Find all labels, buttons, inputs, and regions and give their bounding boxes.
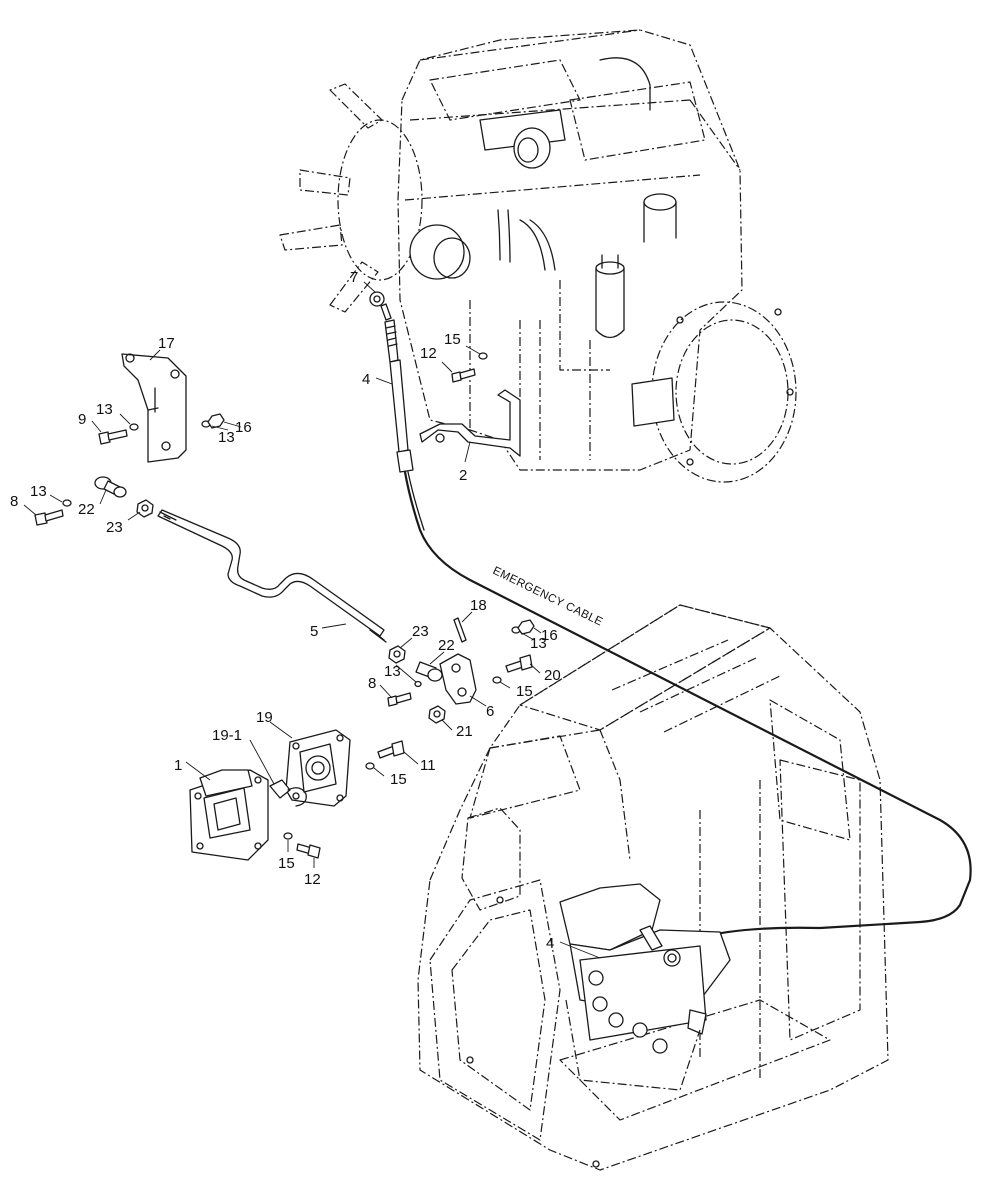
callout-17: 17: [158, 335, 175, 352]
callout-8-mid: 8: [368, 675, 376, 692]
callout-18: 18: [470, 597, 487, 614]
callout-11: 11: [420, 757, 436, 774]
callout-13-bracket-right: 13: [218, 429, 235, 446]
callout-7: 7: [350, 269, 358, 286]
callouts: 1 2 4 4 5 6 7 8 8 9 11 12 12 13 13 13 13…: [10, 269, 561, 952]
callout-2: 2: [459, 467, 467, 484]
callout-16-lever: 16: [541, 627, 558, 644]
actuator-19: [269, 729, 351, 807]
bracket-17: [121, 353, 187, 463]
callout-6: 6: [486, 703, 494, 720]
callout-1: 1: [174, 757, 182, 774]
callout-13-left: 13: [30, 483, 47, 500]
callout-22-mid: 22: [438, 637, 455, 654]
callout-8-left: 8: [10, 493, 18, 510]
callout-12-engine: 12: [420, 345, 437, 362]
callout-13-right: 13: [530, 635, 547, 652]
engine-bracket-2: [419, 389, 521, 457]
callout-22-left: 22: [78, 501, 95, 518]
engine: [279, 29, 797, 483]
callout-19-1: 19-1: [212, 727, 242, 744]
plate-1: [189, 769, 269, 861]
rod-5: [157, 509, 387, 643]
callout-4-engine: 4: [362, 371, 370, 388]
leader-lines: [23, 281, 601, 959]
callout-19: 19: [256, 709, 273, 726]
callout-12-plate: 12: [304, 871, 321, 888]
seat-console: [559, 883, 731, 1091]
callout-15-lever: 15: [516, 683, 533, 700]
lever-6: [439, 653, 477, 705]
callout-13-mid: 13: [384, 663, 401, 680]
callout-20: 20: [544, 667, 561, 684]
callout-9: 9: [78, 411, 86, 428]
callout-4-cab: 4: [546, 935, 554, 952]
callout-5: 5: [310, 623, 318, 640]
hardware: [34, 352, 535, 859]
callout-23-mid: 23: [412, 623, 429, 640]
callout-21: 21: [456, 723, 473, 740]
callout-15-actuator: 15: [390, 771, 407, 788]
callout-13-bracket: 13: [96, 401, 113, 418]
callout-15-plate: 15: [278, 855, 295, 872]
cab: [417, 604, 889, 1171]
callout-23-left: 23: [106, 519, 123, 536]
callout-15-engine: 15: [444, 331, 461, 348]
callout-16-bracket: 16: [235, 419, 252, 436]
